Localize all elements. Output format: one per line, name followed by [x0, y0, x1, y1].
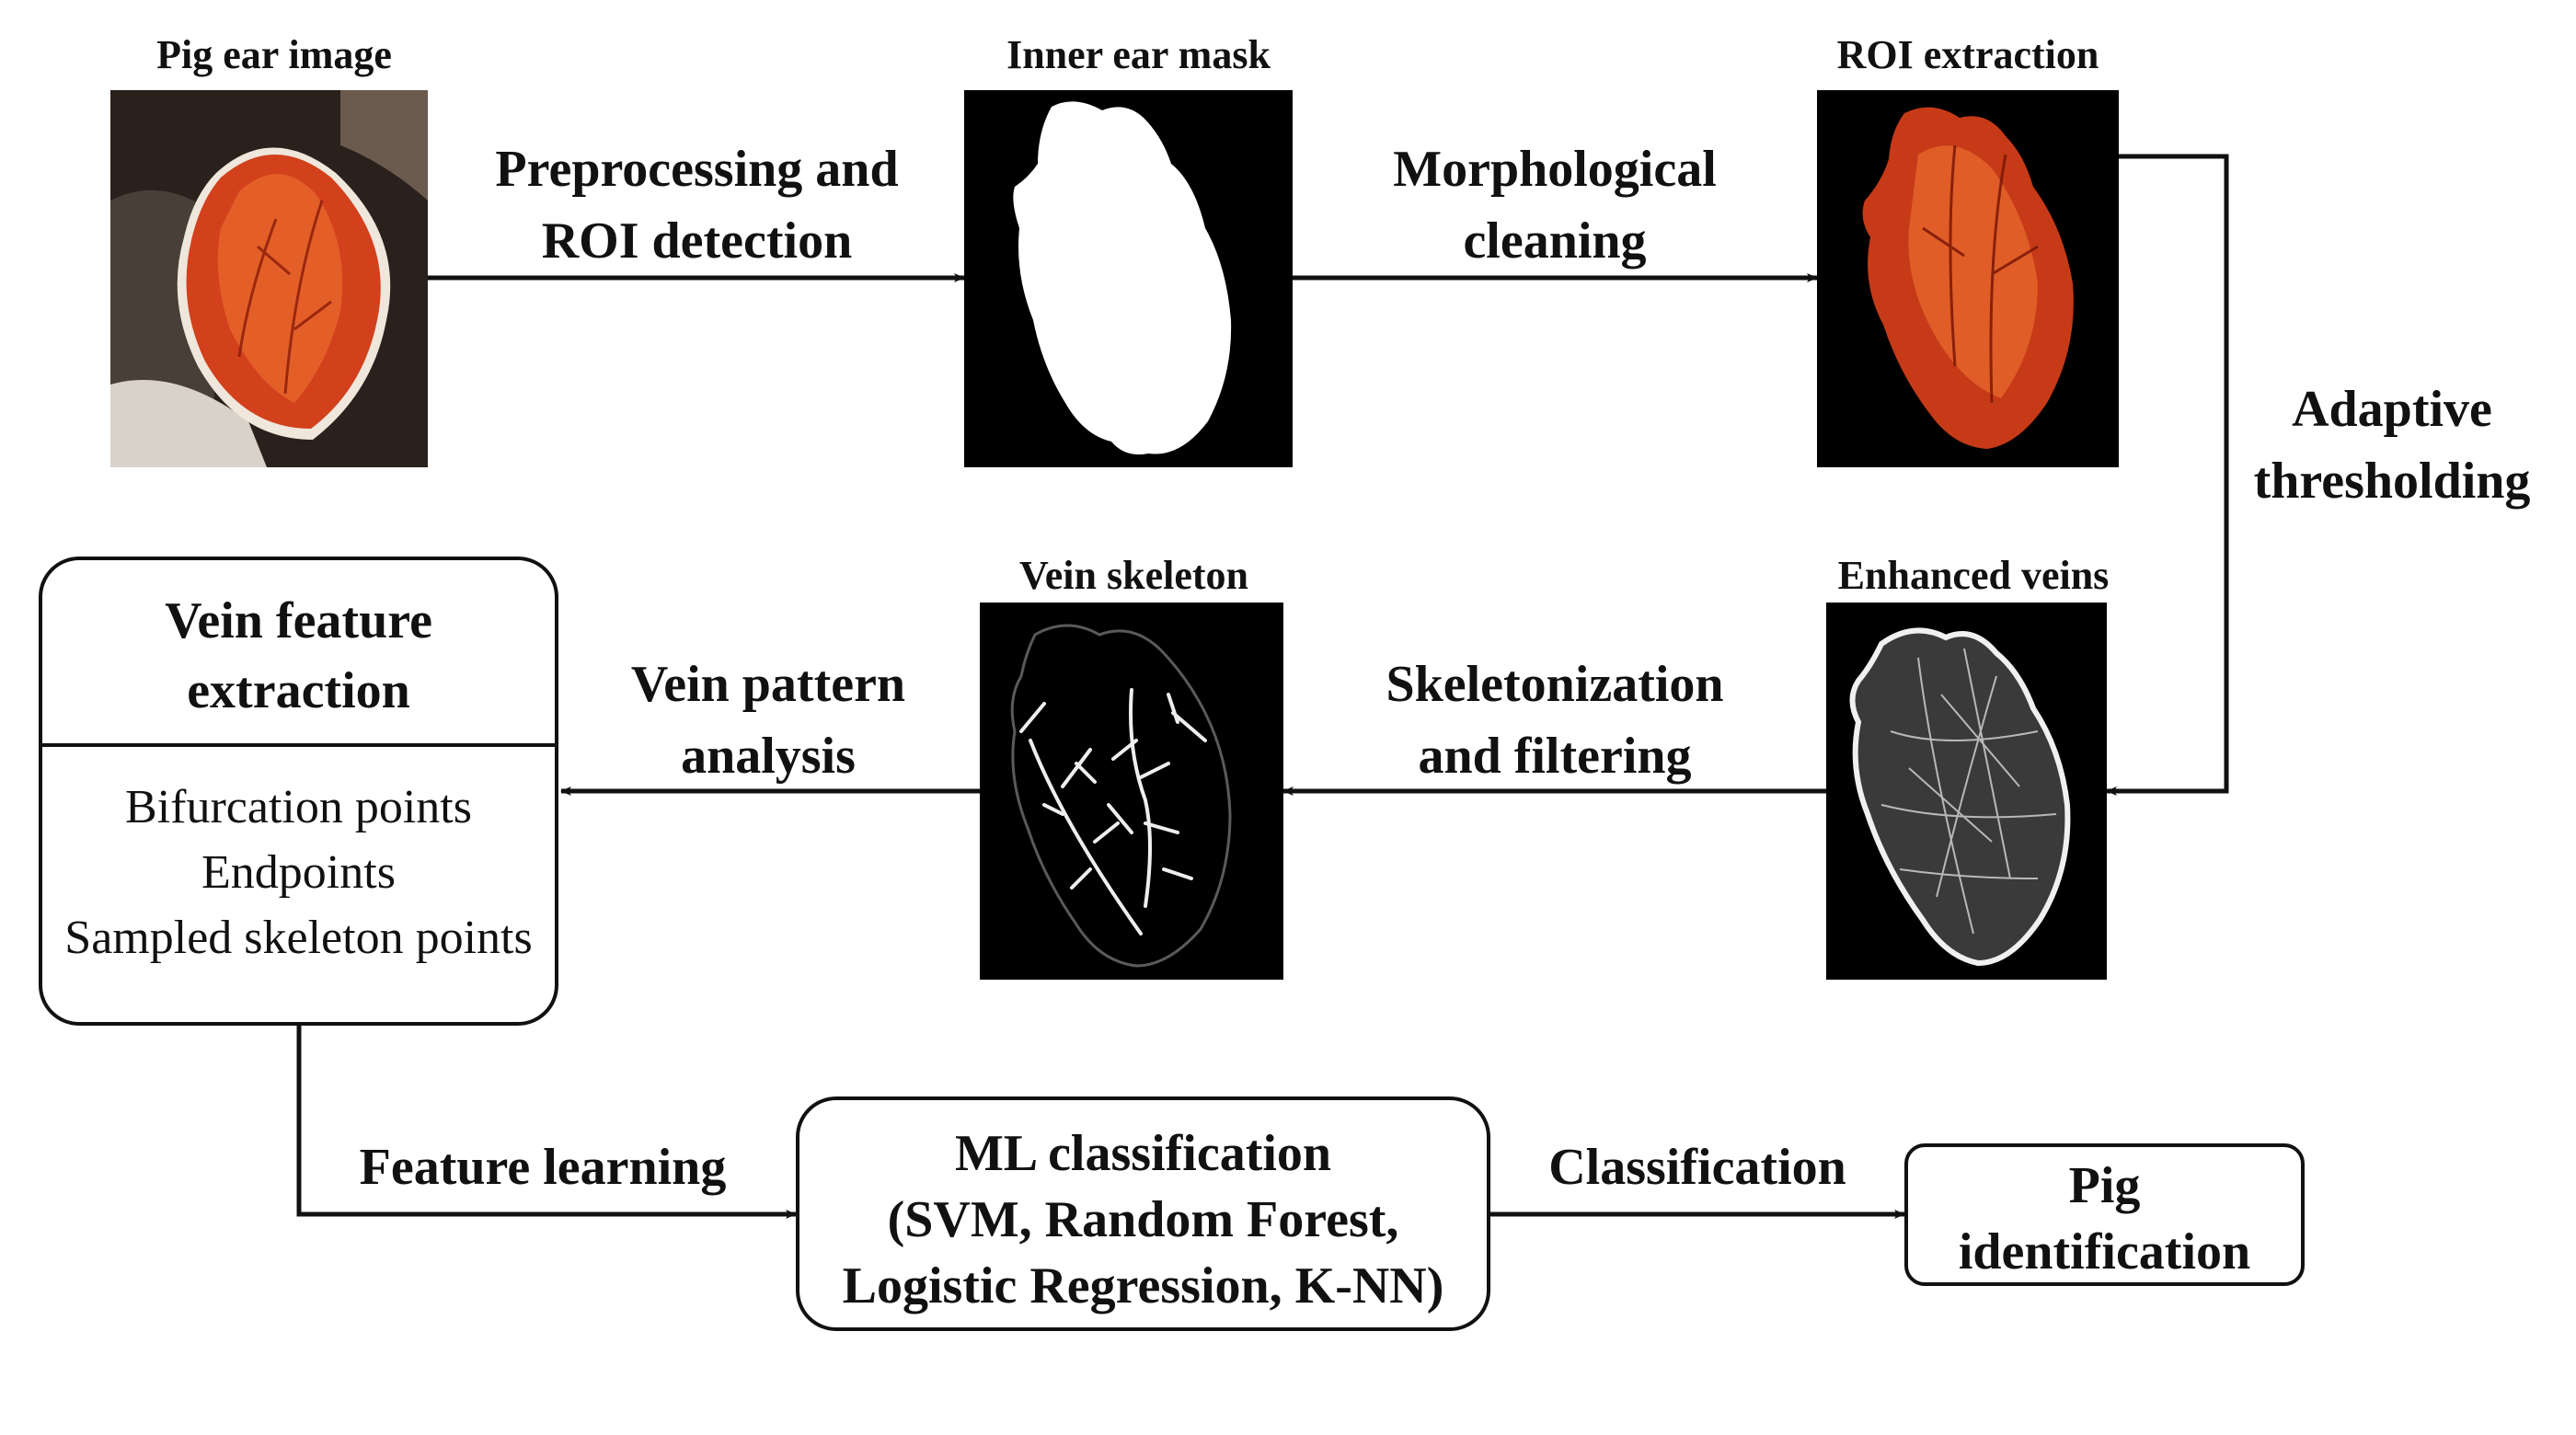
- roi-extraction-image: [1817, 90, 2119, 467]
- caption-vein-skeleton: Vein skeleton: [1019, 553, 1248, 598]
- label-feature-learning: Feature learning: [359, 1139, 727, 1196]
- label-morphological-line1: Morphological: [1393, 141, 1717, 198]
- vein-feature-list: Bifurcation points Endpoints Sampled ske…: [42, 747, 555, 970]
- vein-feature-extraction-box: Vein feature extraction Bifurcation poin…: [39, 557, 558, 1026]
- ml-line-3: Logistic Regression, K-NN): [842, 1257, 1444, 1314]
- label-adaptive: Adaptive thresholding: [2226, 373, 2558, 517]
- ml-line-2: (SVM, Random Forest,: [887, 1191, 1399, 1248]
- label-morphological: Morphological cleaning: [1306, 133, 1803, 277]
- label-vein-pattern-line1: Vein pattern: [630, 656, 906, 713]
- vein-skeleton-image: [980, 603, 1283, 980]
- caption-enhanced-veins: Enhanced veins: [1837, 553, 2110, 598]
- caption-roi-extraction: ROI extraction: [1836, 32, 2099, 77]
- label-adaptive-line1: Adaptive: [2292, 381, 2492, 438]
- inner-ear-mask-image: [964, 90, 1293, 467]
- pig-id-line-1: Pig: [2068, 1157, 2141, 1214]
- label-skeletonization: Skeletonization and filtering: [1306, 649, 1803, 792]
- arrow-feature-learning: [296, 1026, 797, 1219]
- label-morphological-line2: cleaning: [1463, 212, 1647, 270]
- label-vein-pattern-line2: analysis: [681, 728, 856, 785]
- ml-classification-box: ML classification (SVM, Random Forest, L…: [796, 1096, 1490, 1331]
- label-preprocessing: Preprocessing and ROI detection: [446, 133, 948, 277]
- feature-item-sampled-skeleton: Sampled skeleton points: [64, 912, 533, 964]
- ml-line-1: ML classification: [954, 1125, 1332, 1182]
- label-vein-pattern: Vein pattern analysis: [570, 649, 966, 792]
- label-adaptive-line2: thresholding: [2253, 453, 2531, 510]
- pig-ear-image: [110, 90, 428, 467]
- enhanced-veins-image: [1826, 603, 2107, 980]
- caption-inner-ear-mask: Inner ear mask: [1006, 32, 1271, 77]
- arrow-adaptive: [2106, 154, 2229, 796]
- pig-identification-box: Pig identification: [1904, 1143, 2305, 1286]
- label-skeletonization-line2: and filtering: [1418, 728, 1692, 785]
- caption-pig-ear-image: Pig ear image: [156, 32, 392, 77]
- feature-item-endpoints: Endpoints: [201, 846, 396, 899]
- label-preprocessing-line2: ROI detection: [541, 212, 853, 270]
- label-skeletonization-line1: Skeletonization: [1386, 656, 1724, 713]
- label-classification: Classification: [1548, 1139, 1846, 1196]
- vein-feature-title-line1: Vein feature: [165, 592, 432, 649]
- label-preprocessing-line1: Preprocessing and: [495, 141, 899, 198]
- vein-feature-title-line2: extraction: [187, 662, 410, 719]
- feature-item-bifurcation: Bifurcation points: [125, 781, 472, 833]
- pig-id-line-2: identification: [1958, 1223, 2251, 1280]
- vein-feature-extraction-title: Vein feature extraction: [42, 560, 555, 747]
